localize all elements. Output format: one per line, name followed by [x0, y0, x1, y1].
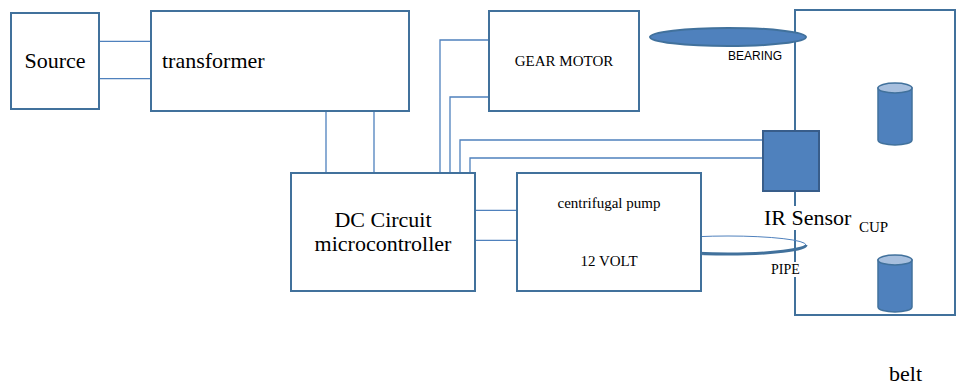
box-text: IR Sensor — [762, 206, 853, 230]
wire-connector — [100, 41, 150, 78]
box-text: Source — [24, 49, 85, 73]
box-text: centrifugal pump — [558, 195, 661, 212]
component-box: Source — [10, 12, 100, 110]
sensor-block: IR Sensor — [762, 130, 820, 192]
part-label: belt — [888, 362, 923, 386]
cup-cylinder — [878, 255, 912, 312]
part-label: CUP — [858, 219, 889, 236]
wire-connector — [460, 140, 762, 172]
box-text: 12 VOLT — [580, 253, 637, 270]
component-box: GEAR MOTOR — [488, 10, 640, 112]
box-text: DC Circuit microcontroller — [298, 208, 468, 256]
box-text: GEAR MOTOR — [515, 53, 613, 70]
wire-connector — [476, 210, 516, 240]
component-box: centrifugal pump 12 VOLT — [516, 172, 702, 292]
part-label: PIPE — [770, 262, 801, 277]
wire-connector — [440, 40, 488, 172]
bearing-ellipse — [650, 28, 806, 46]
component-box: transformer — [150, 10, 410, 112]
wire-connector — [326, 112, 374, 172]
box-text: transformer — [162, 49, 265, 73]
part-label: BEARING — [727, 50, 783, 63]
component-box: DC Circuit microcontroller — [290, 172, 476, 292]
cup-cylinder — [878, 83, 912, 145]
